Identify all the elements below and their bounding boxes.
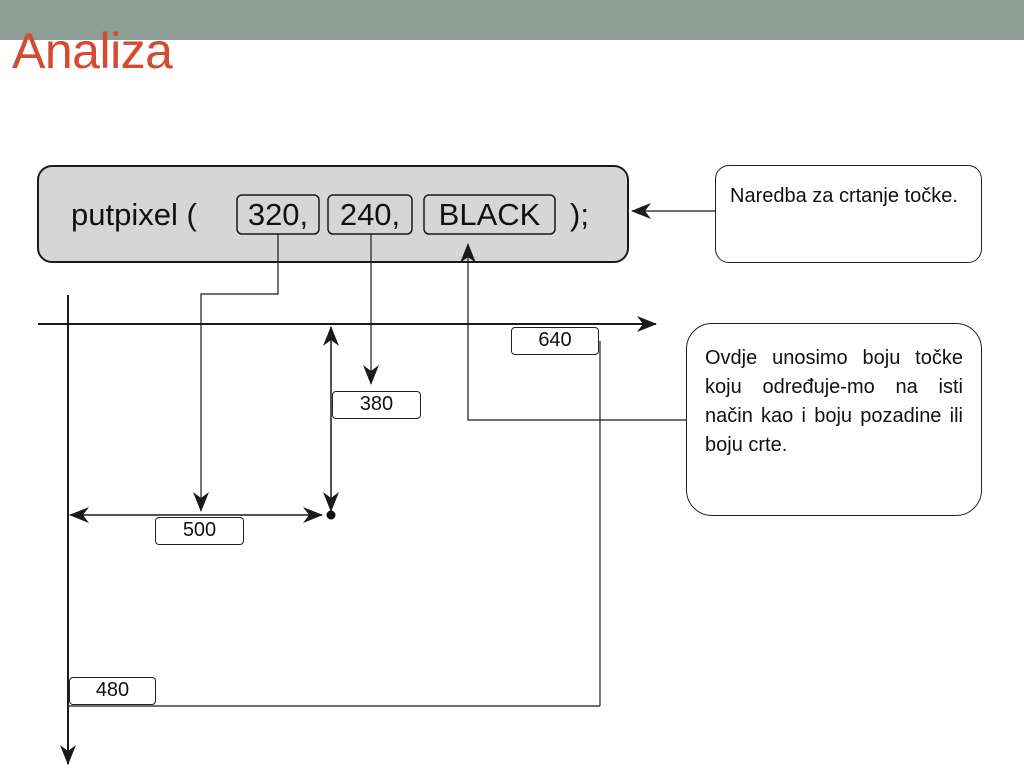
top-bar bbox=[0, 0, 1024, 40]
pixel-point bbox=[326, 510, 336, 520]
command-box bbox=[37, 165, 629, 263]
arg-box-y bbox=[327, 194, 413, 235]
command-note-box: Naredba za crtanje točke. bbox=[715, 165, 982, 263]
command-name: putpixel ( bbox=[71, 197, 197, 232]
x-value-label: 500 bbox=[155, 517, 244, 545]
arg-y: 240, bbox=[340, 197, 400, 232]
command-note-text: Naredba za crtanje točke. bbox=[730, 185, 958, 207]
arg-x: 320, bbox=[248, 197, 308, 232]
color-note-connector bbox=[460, 243, 687, 421]
arg-box-color bbox=[423, 194, 556, 235]
arg-color: BLACK bbox=[439, 197, 541, 232]
color-note-text: Ovdje unosimo boju točke koju određuje-m… bbox=[705, 347, 963, 456]
width-label: 640 bbox=[511, 327, 599, 355]
slide-title: Analiza bbox=[12, 23, 173, 79]
height-label: 480 bbox=[69, 677, 156, 705]
x-arg-connector bbox=[193, 234, 279, 512]
command-end: ); bbox=[570, 197, 589, 232]
color-note-box: Ovdje unosimo boju točke koju određuje-m… bbox=[686, 323, 982, 516]
y-value-label: 380 bbox=[332, 391, 421, 419]
